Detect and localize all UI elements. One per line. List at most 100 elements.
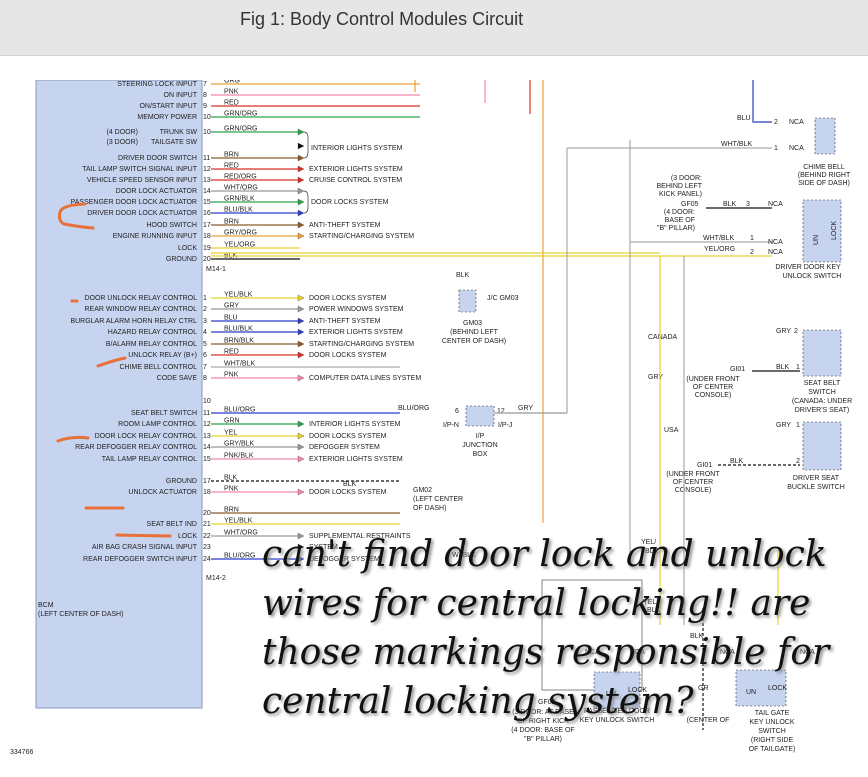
driver-key-switch (802, 199, 842, 263)
component-location: OF DASH) (413, 505, 446, 512)
bcm-module-label: BCM (38, 602, 54, 609)
component-location: (4 DOOR: BASE OF (511, 727, 574, 734)
bcm-pin-label: GROUND (166, 478, 197, 485)
component-location: (UNDER FRONT (666, 471, 720, 478)
bcm-pin-label: SEAT BELT SWITCH (131, 410, 197, 417)
figure-header: Fig 1: Body Control Modules Circuit (0, 0, 868, 56)
bcm-pin-label: HAZARD RELAY CONTROL (108, 329, 197, 336)
wire-color-label: BRN/BLK (224, 338, 254, 345)
figure-id: 334766 (10, 749, 33, 756)
wire-arrow (297, 232, 305, 240)
bcm-pin-label: ENGINE RUNNING INPUT (113, 233, 198, 240)
component-label: J/C GM03 (487, 295, 519, 302)
pin-number: 1 (750, 235, 754, 242)
connector-id: NCA (789, 145, 804, 152)
component-location: "B" PILLAR) (657, 225, 695, 232)
ground-id: GI01 (697, 462, 712, 469)
wire-color-label: GRN/ORG (224, 126, 257, 133)
destination-label: ANTI-THEFT SYSTEM (309, 318, 381, 325)
comment-line-4: central locking system? (262, 681, 694, 722)
wire-color-label: GRN/BLK (224, 196, 255, 203)
wire-color-label: BLU (224, 315, 238, 322)
bcm-pin-label: REAR WINDOW RELAY CONTROL (84, 306, 197, 313)
connector-id: M14-2 (206, 575, 226, 582)
wire-color-label: YEL/BLK (224, 518, 253, 525)
switch-label: UN (746, 689, 756, 696)
comment-line-2: wires for central locking!! are (262, 583, 811, 624)
wire-color-label: BLU/ORG (224, 553, 256, 560)
wire-color-label: RED (224, 349, 239, 356)
bcm-pin-label: DOOR UNLOCK RELAY CONTROL (84, 295, 197, 302)
pin-number: 1 (796, 422, 800, 429)
comment-line-3: those markings responsible for (262, 632, 830, 673)
component-label: KEY UNLOCK SWITCH (580, 717, 655, 724)
bcm-pin-label: MEMORY POWER (137, 114, 197, 121)
destination-label: ANTI-THEFT SYSTEM (309, 222, 381, 229)
wire-arrow (297, 543, 305, 551)
wire-arrow (297, 142, 305, 150)
wire-arrow (297, 176, 305, 184)
wire-arrow (297, 294, 305, 302)
component-label: (RIGHT SIDE (751, 737, 794, 744)
component-location: (BEHIND RIGHT (798, 172, 851, 179)
destination-label: STARTING/CHARGING SYSTEM (309, 341, 414, 348)
component-location: (3 DOOR: (671, 175, 702, 182)
component-location: (CANADA: UNDER (792, 398, 852, 405)
component-location: OF CENTER (673, 479, 713, 486)
wire-line (752, 80, 772, 123)
connector-id: NCA (800, 649, 815, 656)
wire-arrow (297, 154, 305, 162)
buckle-switch (802, 421, 842, 471)
wire-arrow (297, 374, 305, 382)
bcm-pin-label: TAIL LAMP RELAY CONTROL (102, 456, 197, 463)
bcm-pin-label: UNLOCK RELAY (B+) (128, 352, 197, 359)
bcm-pin-number: 12 (203, 166, 211, 173)
bcm-pin-number: 17 (203, 222, 211, 229)
wire-color-label: BLK (723, 201, 737, 208)
bcm-pin-number: 17 (203, 478, 211, 485)
wire-color-label: BLK (456, 272, 470, 279)
wire-color-label: WHT/BLK (224, 361, 255, 368)
wire-color-label: BLK (690, 633, 704, 640)
destination-label: EXTERIOR LIGHTS SYSTEM (309, 166, 403, 173)
bcm-pin-label: DRIVER DOOR SWITCH (118, 155, 197, 162)
destination-label: STARTING/CHARGING SYSTEM (309, 233, 414, 240)
bcm-location: (LEFT CENTER OF DASH) (38, 611, 123, 618)
wire-color-label: WHT/ORG (224, 185, 258, 192)
ground-id: GM02 (413, 487, 432, 494)
component-label: CHIME BELL (803, 164, 845, 171)
group-brace (303, 190, 309, 214)
bcm-pin-label: SEAT BELT IND (147, 521, 197, 528)
bcm-pin-number: 14 (203, 188, 211, 195)
bcm-pin-number: 3 (203, 318, 207, 325)
bcm-pin-number: 7 (203, 81, 207, 88)
wire-color-label: BLU/ORG (224, 407, 256, 414)
wire-color-label: BLK (647, 607, 661, 614)
component-location: CONSOLE) (675, 487, 712, 494)
component-location: KICK PANEL) (659, 191, 702, 198)
wire-color-label: GRN/ORG (224, 111, 257, 118)
ground-id: GM03 (463, 320, 482, 327)
switch-label: UN (813, 235, 820, 245)
destination-label: DOOR LOCKS SYSTEM (309, 489, 387, 496)
bcm-pin-number: 20 (203, 510, 211, 517)
wire-color-label: GRY/ORG (224, 230, 257, 237)
wire-color-label: GRY (224, 303, 239, 310)
wire-arrow (297, 128, 305, 136)
connector-id: NCA (768, 239, 783, 246)
switch-label: UN (606, 691, 616, 698)
wire-arrow (297, 187, 305, 195)
wire-arrow (297, 165, 305, 173)
door-variant-label: (4 DOOR) (107, 129, 139, 136)
wire-arrow (297, 432, 305, 440)
pin-number: 2 (796, 458, 800, 465)
switch-label: LOCK (628, 687, 647, 694)
wire-color-label: BLU/BLK (224, 326, 253, 333)
wire-arrow (297, 351, 305, 359)
destination-label: POWER WINDOWS SYSTEM (309, 306, 404, 313)
tailgate-key-switch (735, 669, 787, 707)
bcm-pin-number: 15 (203, 199, 211, 206)
bcm-pin-label: B/ALARM RELAY CONTROL (106, 341, 197, 348)
